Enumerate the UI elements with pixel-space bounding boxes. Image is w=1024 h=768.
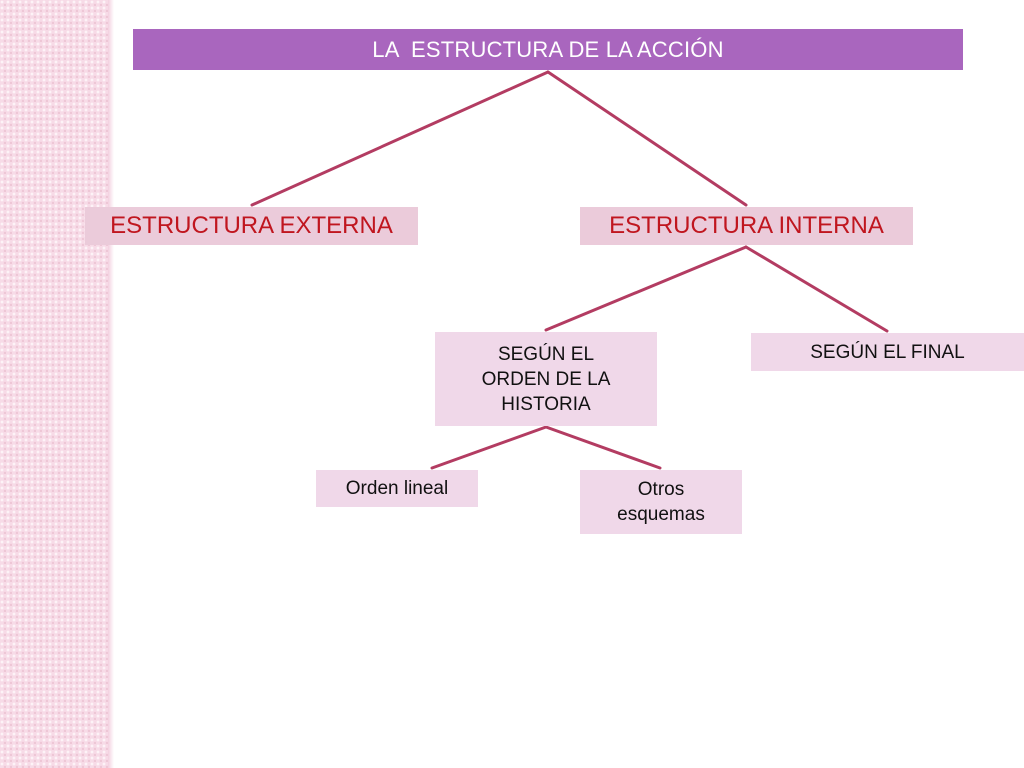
node-segun-final: SEGÚN EL FINAL [751,333,1024,371]
side-stripe-edge [108,0,114,768]
connector-orden-lineal [430,425,548,470]
node-otros-esquemas: Otros esquemas [580,470,742,534]
node-otros-esquemas-label: Otros esquemas [617,479,705,525]
node-estructura-interna: ESTRUCTURA INTERNA [580,207,913,245]
decorative-side-stripe [0,0,112,768]
node-estructura-externa: ESTRUCTURA EXTERNA [85,207,418,245]
node-orden-lineal: Orden lineal [316,470,478,507]
connector-title-externa [250,70,550,207]
connector-interna-orden [544,245,748,332]
diagram-title: LA ESTRUCTURA DE LA ACCIÓN [133,29,963,70]
node-segun-orden-historia-label: SEGÚN EL ORDEN DE LA HISTORIA [481,343,611,415]
connector-interna-final [744,245,889,333]
connector-title-interna [546,70,748,207]
connector-orden-otros [544,425,662,470]
node-segun-orden-historia: SEGÚN EL ORDEN DE LA HISTORIA [435,332,657,426]
